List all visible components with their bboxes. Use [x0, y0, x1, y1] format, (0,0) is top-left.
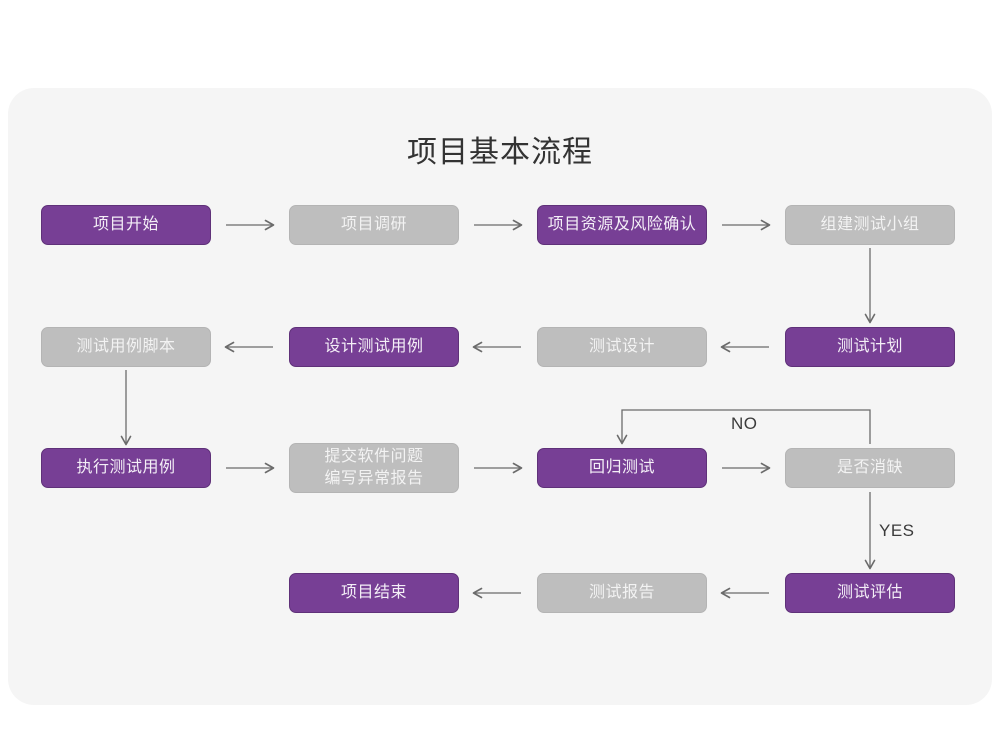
node-test-evaluation[interactable]: 测试评估 — [785, 573, 955, 613]
node-defect-resolved-decision[interactable]: 是否消缺 — [785, 448, 955, 488]
node-test-report[interactable]: 测试报告 — [537, 573, 707, 613]
node-test-plan[interactable]: 测试计划 — [785, 327, 955, 367]
node-regression-test[interactable]: 回归测试 — [537, 448, 707, 488]
node-design-test-case[interactable]: 设计测试用例 — [289, 327, 459, 367]
node-submit-defect-report[interactable]: 提交软件问题 编写异常报告 — [289, 443, 459, 493]
page-title: 项目基本流程 — [407, 136, 593, 169]
node-project-start[interactable]: 项目开始 — [41, 205, 211, 245]
node-form-test-team[interactable]: 组建测试小组 — [785, 205, 955, 245]
edge-label-yes: YES — [879, 521, 915, 540]
node-resource-risk-confirm[interactable]: 项目资源及风险确认 — [537, 205, 707, 245]
node-execute-test-case[interactable]: 执行测试用例 — [41, 448, 211, 488]
node-project-end[interactable]: 项目结束 — [289, 573, 459, 613]
edge-label-no: NO — [731, 414, 758, 433]
node-test-design[interactable]: 测试设计 — [537, 327, 707, 367]
node-test-case-script[interactable]: 测试用例脚本 — [41, 327, 211, 367]
node-project-research[interactable]: 项目调研 — [289, 205, 459, 245]
